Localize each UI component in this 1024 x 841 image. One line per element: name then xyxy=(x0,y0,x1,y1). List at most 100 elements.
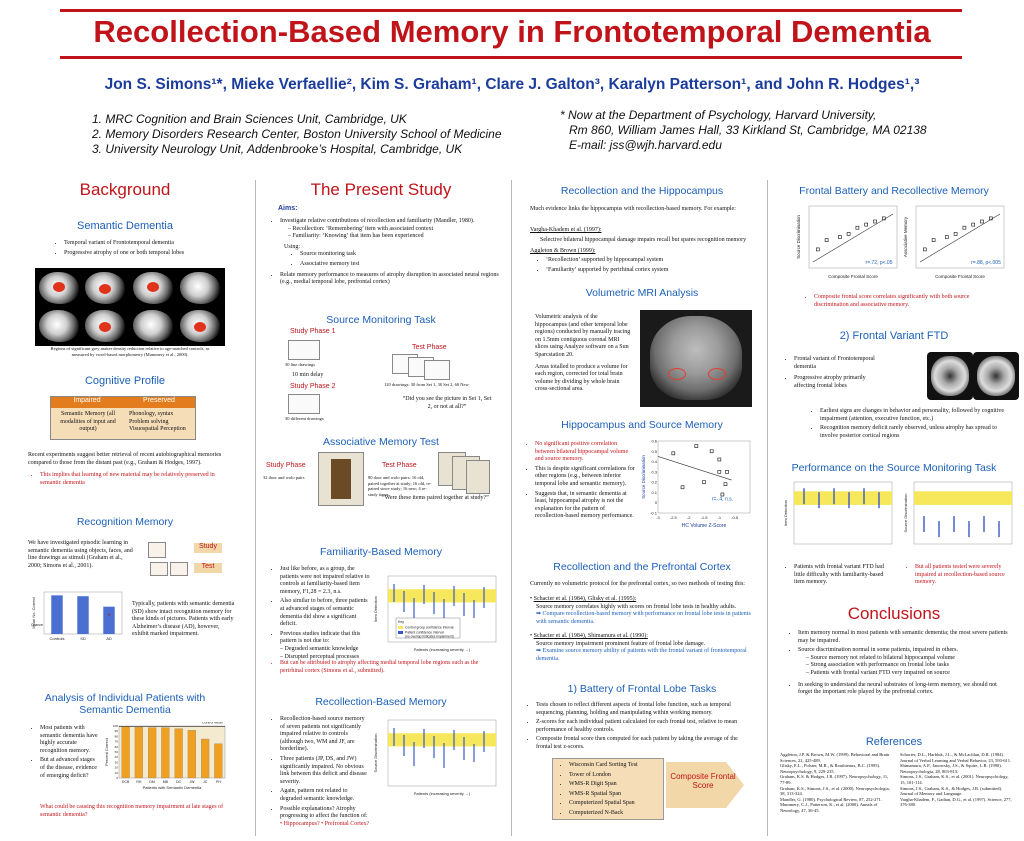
bar xyxy=(201,738,210,779)
ftd-heading: 2) Frontal Variant FTD xyxy=(839,330,949,342)
legend-entry: Control group confidence interval xyxy=(405,626,454,630)
frontal-test: WMS-R Spatial Span xyxy=(569,791,663,799)
y-tick-label: Chance xyxy=(31,623,43,627)
y-axis-label: Source Discrimination xyxy=(641,455,646,499)
data-point xyxy=(944,235,949,239)
data-point xyxy=(846,232,851,236)
y-tick-label: 0 xyxy=(116,776,118,780)
fam-bullet: Previous studies indicate that this patt… xyxy=(280,631,370,661)
rec-bullet: Three patients (JP, DS, and JW) signific… xyxy=(280,756,370,786)
reference-item: Mandler, G. (1980). Psychological Review… xyxy=(780,796,883,802)
pfc-text: Currently no volumetric protocol for the… xyxy=(530,581,745,587)
source-monitoring-heading: Source Monitoring Task xyxy=(326,314,436,326)
y-tick-label: 0.4 xyxy=(651,459,657,464)
cognitive-profile-heading: Cognitive Profile xyxy=(84,375,166,387)
reference-item: Glisky, E.L., Polster, M.R., & Routhieau… xyxy=(780,763,881,774)
using-item: Source monitoring task xyxy=(300,251,502,259)
current-address-1: * Now at the Department of Psychology, H… xyxy=(560,108,877,122)
correlation-label: r=.88, p<.005 xyxy=(971,260,1001,266)
background-heading: Background xyxy=(79,180,171,199)
affiliations: 1. MRC Cognition and Brain Sciences Unit… xyxy=(92,112,502,157)
data-point xyxy=(864,222,868,227)
y-tick-label: 0.6 xyxy=(651,439,657,444)
familiarity-heading: Familiarity-Based Memory xyxy=(320,546,442,558)
correlation-label: r=-.4, n.s. xyxy=(712,497,733,503)
frontal-tests-list: Wisconsin Card Sorting Test Tower of Lon… xyxy=(552,758,664,820)
data-point xyxy=(671,451,676,456)
plot-area xyxy=(913,481,1013,545)
column-divider-3 xyxy=(767,180,768,836)
recent-memories-bullet: This implies that learning of new materi… xyxy=(30,472,230,489)
cognitive-profile-table: Impaired Preserved Semantic Memory (all … xyxy=(50,396,196,440)
impaired-text: Semantic Memory (all modalities of input… xyxy=(60,411,116,433)
x-tick-label: -0.5 xyxy=(731,515,739,520)
bar xyxy=(51,595,63,634)
using-item: Associative memory test xyxy=(300,261,502,269)
current-address-2: Rm 860, William James Hall, 33 Kirkland … xyxy=(569,123,927,137)
y-axis-label: Percent Correct xyxy=(104,737,109,766)
y-tick-label: 70 xyxy=(115,740,119,744)
rec-bullet: Recollection-based source memory of seve… xyxy=(280,716,370,754)
fam-bullet: Just like before, as a group, the patien… xyxy=(280,566,370,596)
assoc-test-label: Test Phase xyxy=(382,462,417,469)
data-point xyxy=(837,235,842,239)
semantic-bullet: Temporal variant of Frontotemporal demen… xyxy=(64,240,244,248)
x-tick-label: DM xyxy=(149,780,155,784)
bar xyxy=(134,726,143,779)
data-point xyxy=(824,238,829,242)
study-phase-1-stimulus xyxy=(288,340,320,360)
y-tick-label: 10 xyxy=(115,771,119,775)
study-test-figure: Study Test xyxy=(146,540,226,576)
bar xyxy=(121,726,130,779)
legend-swatch xyxy=(398,626,403,629)
plot-area xyxy=(793,481,893,545)
semantic-bullet: Progressive atrophy of one or both tempo… xyxy=(64,250,244,258)
y-axis-label: Item Detection xyxy=(373,596,378,622)
bar xyxy=(103,606,115,634)
hippocampus-trace-left xyxy=(668,368,686,380)
study-phase-1-label: Study Phase 1 xyxy=(290,328,336,335)
rec-bullet: Possible explanations? Atrophy progressi… xyxy=(280,806,370,829)
frontal-battery-bullet: Composite frontal score correlates signi… xyxy=(804,294,994,311)
x-axis-label: Composite Frontal Score xyxy=(828,274,878,279)
y-tick-label: 0.2 xyxy=(651,480,657,485)
correlation-label: r=.72, p<.05 xyxy=(866,260,893,266)
preserved-text: Phonology, syntax Problem solving Visuos… xyxy=(129,411,186,433)
impaired-label: Impaired xyxy=(51,397,123,408)
y-tick-label: 0.5 xyxy=(651,449,657,454)
x-axis-label: HC Volume Z-Score xyxy=(682,523,727,529)
bar xyxy=(187,730,197,779)
reference-item: Graham, K.S. & Hodges, J.R. (1997). Neur… xyxy=(780,774,889,785)
data-point xyxy=(725,470,729,474)
authors: Jon S. Simons¹*, Mieke Verfaellie², Kim … xyxy=(104,76,920,93)
analysis-question: What could be causing this recognition m… xyxy=(40,804,224,818)
hippo-source-bullets: No significant positive correlation betw… xyxy=(525,441,635,523)
y-axis-label: Source Discrimination xyxy=(373,734,378,773)
frontal-test: Wisconsin Card Sorting Test xyxy=(569,762,663,770)
data-point xyxy=(855,225,860,230)
ftd-bullets-2: Earliest signs are changes in behavior a… xyxy=(810,408,1006,442)
mri-scan-image xyxy=(640,310,752,407)
hippo-ref2-items: ‘Recollection’ supported by hippocampal … xyxy=(536,257,756,276)
x-axis-label: Patients (increasing severity →) xyxy=(414,791,471,796)
pfc-heading: Recollection and the Prefrontal Cortex xyxy=(553,561,731,573)
y-tick-label: 60 xyxy=(115,745,119,749)
analysis-bullet: But at advanced stages of the disease, e… xyxy=(40,757,100,780)
reference-item: Simons, J.S., Graham, K.S., & Hodges, J.… xyxy=(900,785,1003,797)
semantic-bullets: Temporal variant of Frontotemporal demen… xyxy=(54,240,244,259)
delay-label: 10 min delay xyxy=(292,372,324,378)
mri-text: Volumetric analysis of the hippocampus (… xyxy=(535,314,631,393)
x-tick-label: RH xyxy=(136,780,142,784)
y-axis-label: Item Detection xyxy=(783,500,788,526)
test-stimulus-icon xyxy=(150,562,168,576)
recollection-bullets: Recollection-based source memory of seve… xyxy=(270,716,370,830)
bar xyxy=(161,727,170,779)
study-stimulus-icon xyxy=(148,542,166,558)
data-point xyxy=(702,480,706,484)
y-axis-label: Mean No. Correct xyxy=(31,596,36,628)
performance-bullet-2: But all patients tested were severely im… xyxy=(905,564,1015,589)
composite-arrow xyxy=(666,762,726,808)
